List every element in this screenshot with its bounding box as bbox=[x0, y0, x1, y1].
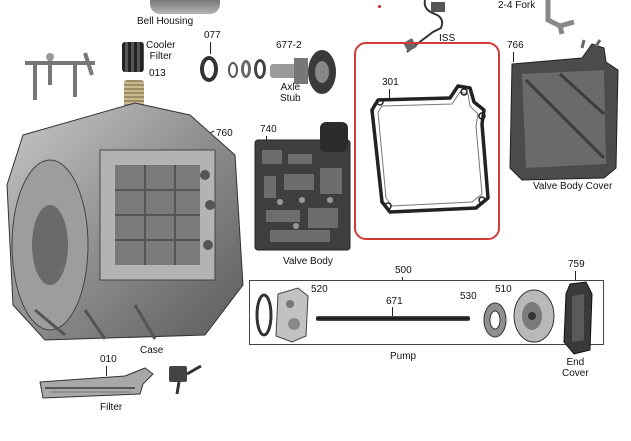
valve-body-cover-part bbox=[509, 39, 619, 181]
label-iss: ISS bbox=[439, 33, 456, 44]
highlight-gasket-301 bbox=[354, 42, 500, 240]
label-500: 500 bbox=[395, 265, 412, 276]
cooler-filter-cap bbox=[122, 42, 144, 72]
pump-group-frame bbox=[249, 280, 604, 345]
label-677-2: 677-2 bbox=[276, 40, 302, 51]
leader-759 bbox=[575, 271, 576, 280]
filter-part bbox=[39, 367, 154, 399]
range-sensor-part bbox=[169, 364, 202, 395]
leader-500 bbox=[402, 277, 403, 281]
iss-sensor bbox=[403, 0, 445, 53]
label-bell-housing: Bell Housing bbox=[137, 16, 194, 27]
leader-010 bbox=[106, 366, 107, 376]
end-cover-part bbox=[563, 281, 593, 355]
transmission-case bbox=[6, 102, 244, 341]
label-520: 520 bbox=[311, 284, 328, 295]
axle-stub-part bbox=[270, 50, 336, 94]
seal-ring-large bbox=[200, 56, 218, 82]
iss-dot bbox=[378, 5, 381, 8]
pump-body-510 bbox=[513, 289, 555, 343]
label-end-cover: End Cover bbox=[562, 357, 589, 379]
leader-301 bbox=[389, 89, 390, 99]
pump-gear-530 bbox=[483, 302, 507, 338]
label-760: 760 bbox=[216, 128, 233, 139]
shift-linkage-part bbox=[25, 52, 95, 100]
pump-shaft-671 bbox=[316, 316, 470, 321]
fork-part bbox=[545, 0, 575, 35]
bell-housing-part bbox=[150, 0, 220, 14]
seal-ring-small-2 bbox=[241, 60, 251, 78]
label-010: 010 bbox=[100, 354, 117, 365]
leader-077 bbox=[210, 42, 211, 54]
leader-671 bbox=[392, 307, 393, 316]
label-valve-body: Valve Body bbox=[283, 256, 333, 267]
leader-766 bbox=[513, 52, 514, 62]
gasket-301 bbox=[370, 84, 490, 214]
seal-ring-small-1 bbox=[228, 62, 238, 78]
label-filter: Filter bbox=[100, 402, 123, 413]
label-510: 510 bbox=[495, 284, 512, 295]
label-valve-body-cover: Valve Body Cover bbox=[533, 181, 613, 192]
pump-plate-520 bbox=[275, 287, 309, 343]
label-axle-stub: Axle Stub bbox=[280, 82, 301, 104]
label-case: Case bbox=[140, 345, 164, 356]
label-530: 530 bbox=[460, 291, 477, 302]
label-013: 013 bbox=[149, 68, 166, 79]
label-759: 759 bbox=[568, 259, 585, 270]
pump-seal-ring bbox=[255, 293, 273, 337]
label-671: 671 bbox=[386, 296, 403, 307]
label-740: 740 bbox=[260, 124, 277, 135]
label-077: 077 bbox=[204, 30, 221, 41]
valve-body-part bbox=[254, 122, 351, 251]
label-pump: Pump bbox=[390, 351, 417, 362]
label-2-4-fork: 2-4 Fork bbox=[498, 0, 536, 11]
label-301: 301 bbox=[382, 77, 399, 88]
cooler-filter-element bbox=[124, 80, 144, 108]
label-cooler-filter: Cooler Filter bbox=[146, 40, 176, 62]
seal-ring-small-3 bbox=[254, 59, 266, 79]
label-766: 766 bbox=[507, 40, 524, 51]
